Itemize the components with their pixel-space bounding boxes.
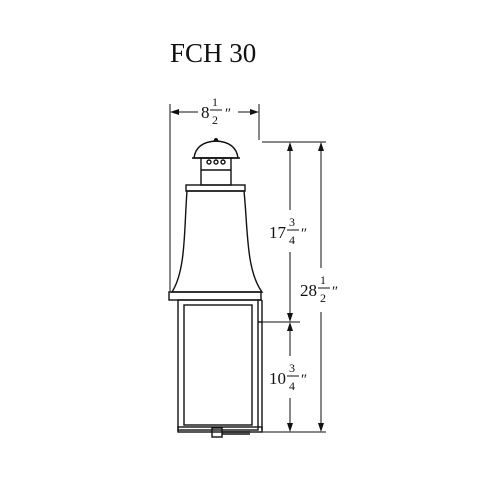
width-arrow-right: [250, 109, 259, 115]
total-height-numerator: 1: [320, 273, 326, 287]
upper-arrow-top: [287, 142, 293, 151]
total-arrow-bottom: [318, 423, 324, 432]
total-height-dimension: 28 1 2 ″: [299, 142, 345, 432]
width-whole: 8: [201, 103, 210, 122]
width-unit: ″: [224, 106, 231, 122]
chimney-cap: [192, 138, 240, 186]
lower-height-whole: 10: [269, 369, 286, 388]
upper-collar: [185, 184, 246, 192]
hood-base-band: [168, 291, 262, 301]
flared-hood: [170, 190, 264, 293]
total-arrow-top: [318, 142, 324, 151]
lower-arrow-bottom: [287, 423, 293, 432]
upper-height-numerator: 3: [289, 215, 295, 229]
width-arrow-left: [170, 109, 179, 115]
model-title: FCH 30: [170, 38, 256, 68]
upper-height-whole: 17: [269, 223, 287, 242]
bottom-plate: [177, 426, 263, 433]
lower-arrow-top: [287, 322, 293, 331]
width-numerator: 1: [212, 95, 218, 109]
lantern: [168, 138, 264, 438]
width-denominator: 2: [212, 113, 218, 127]
glass-housing: [177, 299, 263, 431]
lower-height-dimension: 10 3 4 ″: [268, 322, 314, 432]
total-height-whole: 28: [300, 281, 317, 300]
width-dimension: 8 1 2 ″: [169, 92, 260, 292]
lower-height-unit: ″: [300, 372, 307, 388]
lower-height-denominator: 4: [289, 379, 295, 393]
upper-height-denominator: 4: [289, 233, 295, 247]
upper-arrow-bottom: [287, 313, 293, 322]
upper-height-dimension: 17 3 4 ″: [268, 142, 314, 322]
gas-fitting: [211, 427, 250, 438]
upper-height-unit: ″: [300, 226, 307, 242]
total-height-unit: ″: [331, 284, 338, 300]
lower-height-numerator: 3: [289, 361, 295, 375]
total-height-denominator: 2: [320, 291, 326, 305]
